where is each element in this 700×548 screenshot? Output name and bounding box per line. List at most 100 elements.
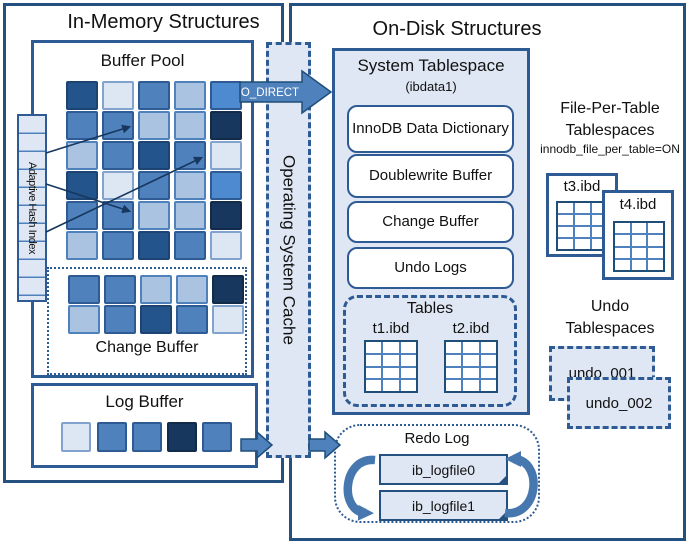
log-buffer-block: [167, 422, 197, 452]
buffer-pool-page: [138, 171, 170, 200]
change-buffer-inmemory-box: Change Buffer: [47, 267, 247, 375]
change-buffer-page: [68, 275, 100, 304]
table-grid-cell: [383, 354, 399, 366]
change-buffer-page: [140, 275, 172, 304]
t1-label: t1.ibd: [372, 320, 410, 337]
table-grid-cell: [648, 235, 663, 246]
fpt-title-line2: Tablespaces: [565, 121, 655, 139]
system-tablespace-subtitle: (ibdata1): [405, 79, 457, 94]
table-grid-cell: [400, 367, 416, 379]
buffer-pool-page: [210, 81, 242, 110]
table-grid-cell: [463, 342, 479, 353]
folded-corner-icon: [498, 475, 507, 484]
fpt-config: innodb_file_per_table=ON: [540, 142, 680, 157]
table-grid-cell: [446, 354, 462, 366]
change-buffer-page: [104, 305, 136, 334]
folded-corner-icon: [498, 511, 507, 520]
buffer-pool-page: [138, 141, 170, 170]
undo-002-box: undo_002: [567, 377, 671, 429]
buffer-pool-page: [210, 171, 242, 200]
buffer-pool-page: [66, 231, 98, 260]
table-grid-cell: [400, 354, 416, 366]
tables-box: Tables t1.ibd t2.ibd: [343, 295, 517, 407]
table-grid-cell: [575, 203, 590, 213]
table-grid-cell: [592, 203, 607, 213]
table-grid-cell: [446, 342, 462, 353]
table-grid-cell: [615, 259, 630, 270]
table-grid-cell: [648, 247, 663, 258]
buffer-pool-page: [102, 231, 134, 260]
table-grid-icon: [556, 201, 609, 251]
change-buffer-page: [140, 305, 172, 334]
os-cache-bar: Operating System Cache: [266, 42, 311, 458]
buffer-pool-page: [66, 111, 98, 140]
table-grid-cell: [575, 215, 590, 225]
buffer-pool-page: [174, 231, 206, 260]
innodb-data-dictionary-box: InnoDB Data Dictionary: [347, 105, 514, 153]
table-grid-cell: [592, 215, 607, 225]
table-grid-cell: [446, 367, 462, 379]
table-grid-cell: [366, 354, 382, 366]
undo-tablespaces-title: Undo Tablespaces: [530, 296, 690, 339]
t4-label: t4.ibd: [619, 196, 657, 213]
fpt-title-line1: File-Per-Table: [560, 100, 660, 117]
t2-label: t2.ibd: [452, 320, 490, 337]
change-buffer-ondisk-box: Change Buffer: [347, 201, 514, 243]
in-memory-title: In-Memory Structures: [67, 11, 260, 33]
buffer-pool-box: Buffer Pool Change Buffer: [31, 40, 254, 378]
adaptive-hash-index-label: Adaptive Hash Index: [26, 161, 38, 254]
table-grid-cell: [383, 380, 399, 391]
buffer-pool-page: [174, 81, 206, 110]
table-grid-cell: [631, 259, 647, 270]
table-grid-cell: [631, 235, 647, 246]
buffer-pool-page: [66, 201, 98, 230]
table-grid-icon: [613, 221, 665, 272]
change-buffer-page: [104, 275, 136, 304]
table-grid-cell: [631, 223, 647, 234]
system-tablespace-box: System Tablespace (ibdata1) InnoDB Data …: [332, 48, 530, 415]
table-grid-icon: [444, 340, 498, 393]
buffer-pool-page: [138, 111, 170, 140]
table-grid-cell: [366, 367, 382, 379]
buffer-pool-page: [102, 111, 134, 140]
log-buffer-title: Log Buffer: [105, 392, 184, 411]
change-buffer-page: [212, 305, 244, 334]
table-grid-cell: [400, 380, 416, 391]
change-buffer-page: [68, 305, 100, 334]
file-per-table-title: File-Per-Table Tablespaces innodb_file_p…: [530, 98, 690, 157]
buffer-pool-page: [102, 141, 134, 170]
table-grid-cell: [558, 203, 573, 213]
buffer-pool-page: [66, 171, 98, 200]
adaptive-hash-index-box: Adaptive Hash Index: [17, 114, 47, 302]
buffer-pool-page: [210, 111, 242, 140]
undo-title-line2: Tablespaces: [565, 319, 655, 337]
table-grid-cell: [383, 367, 399, 379]
on-disk-title: On-Disk Structures: [372, 18, 542, 40]
system-tablespace-title: System Tablespace: [357, 56, 505, 75]
table-grid-cell: [615, 247, 630, 258]
table-grid-cell: [575, 227, 590, 237]
table-file-t2: t2.ibd: [438, 320, 504, 393]
log-buffer-block: [132, 422, 162, 452]
os-cache-label: Operating System Cache: [279, 155, 299, 345]
tables-title: Tables: [406, 300, 454, 317]
table-grid-cell: [648, 223, 663, 234]
table-grid-cell: [383, 342, 399, 353]
table-grid-cell: [615, 235, 630, 246]
change-buffer-page: [212, 275, 244, 304]
table-grid-cell: [558, 227, 573, 237]
buffer-pool-page: [138, 201, 170, 230]
ib-logfile0-box: ib_logfile0: [379, 454, 508, 485]
table-grid-cell: [463, 380, 479, 391]
buffer-pool-page: [66, 81, 98, 110]
buffer-pool-title: Buffer Pool: [100, 51, 185, 70]
in-memory-structures-box: In-Memory Structures Buffer Pool Change …: [3, 3, 284, 483]
redo-log-title: Redo Log: [404, 430, 470, 447]
buffer-pool-page: [102, 171, 134, 200]
buffer-pool-page: [174, 171, 206, 200]
table-grid-cell: [592, 227, 607, 237]
table-grid-cell: [575, 239, 590, 249]
buffer-pool-page: [210, 231, 242, 260]
on-disk-structures-box: On-Disk Structures System Tablespace (ib…: [289, 3, 686, 541]
